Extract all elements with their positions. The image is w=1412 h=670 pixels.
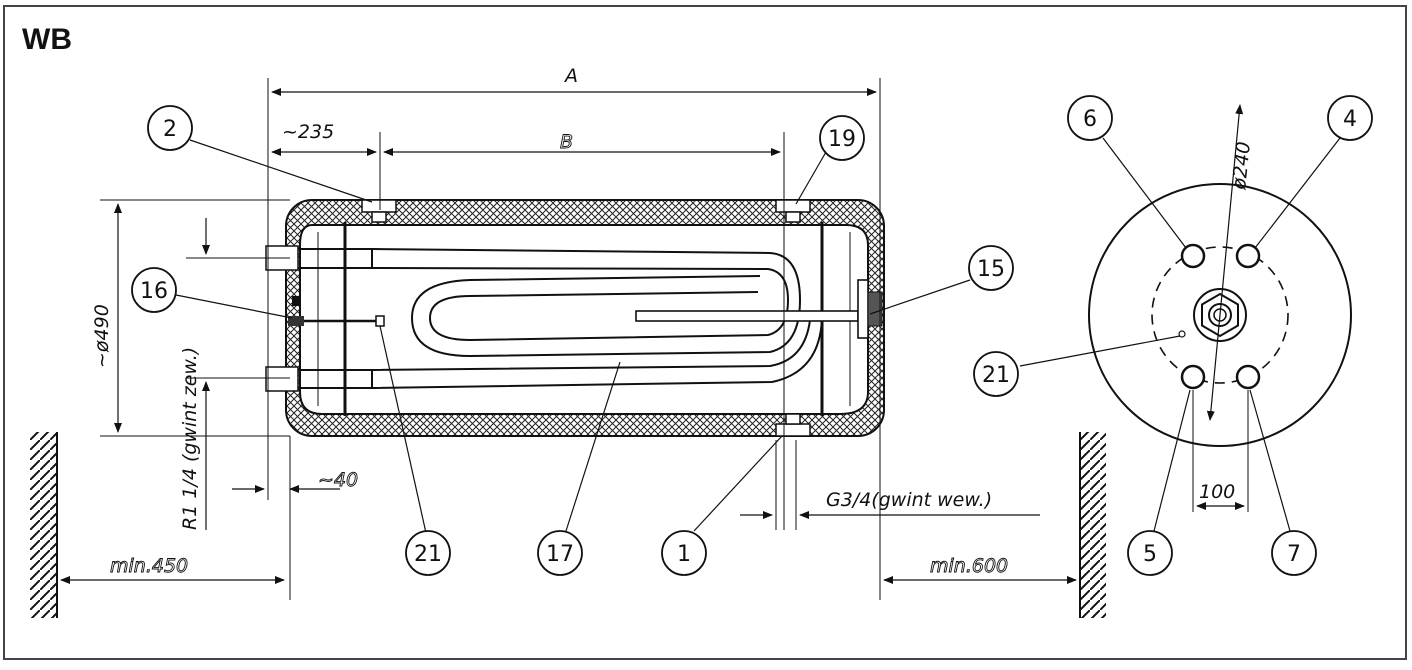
right-wall (1079, 432, 1106, 618)
dim-min600-label: min.600 (930, 555, 1008, 577)
callout-15: 15 (968, 245, 1014, 291)
dim-thread-r-label: R1 1/4 (gwint zew.) (179, 347, 201, 530)
callout-16: 16 (131, 267, 177, 313)
svg-text:6: 6 (1083, 107, 1097, 132)
dim-40-label: ~40 (318, 469, 358, 491)
dim-240-label: ø240 (1228, 141, 1255, 192)
end-view: ø240 100 6 4 21 5 7 (973, 95, 1373, 576)
svg-text:16: 16 (140, 279, 168, 304)
dim-b-label: B (560, 131, 573, 153)
dim-235-label: ~235 (282, 121, 334, 143)
callout-1: 1 (661, 530, 707, 576)
dim-490-label: ~ø490 (91, 304, 113, 368)
dim-a-label: A (563, 65, 578, 87)
callout-19: 19 (819, 115, 865, 161)
left-wall (30, 432, 58, 618)
dim-g34-label: G3/4(gwint wew.) (826, 489, 992, 511)
drawing-title: WB (22, 23, 72, 56)
heater-rod (635, 310, 859, 322)
svg-text:1: 1 (677, 542, 691, 567)
dim-100-label: 100 (1199, 481, 1235, 503)
svg-text:15: 15 (977, 257, 1005, 282)
svg-text:2: 2 (163, 117, 177, 142)
callout-21-end: 21 (973, 351, 1019, 397)
heating-coil (298, 248, 823, 389)
callout-6: 6 (1067, 95, 1113, 141)
callout-5: 5 (1127, 530, 1173, 576)
svg-text:21: 21 (982, 363, 1010, 388)
svg-text:17: 17 (546, 542, 574, 567)
svg-text:5: 5 (1143, 542, 1157, 567)
svg-text:21: 21 (414, 542, 442, 567)
callout-7: 7 (1271, 530, 1317, 576)
svg-text:7: 7 (1287, 542, 1301, 567)
svg-text:4: 4 (1343, 107, 1357, 132)
dim-min450-label: min.450 (110, 555, 188, 577)
svg-text:19: 19 (828, 127, 856, 152)
callout-17: 17 (537, 530, 583, 576)
side-view: A ~235 B ~ø490 R1 1/4 (gwint zew.) ~40 G… (30, 65, 1106, 618)
callout-21-side: 21 (405, 530, 451, 576)
callout-4: 4 (1327, 95, 1373, 141)
callout-2: 2 (147, 105, 193, 151)
